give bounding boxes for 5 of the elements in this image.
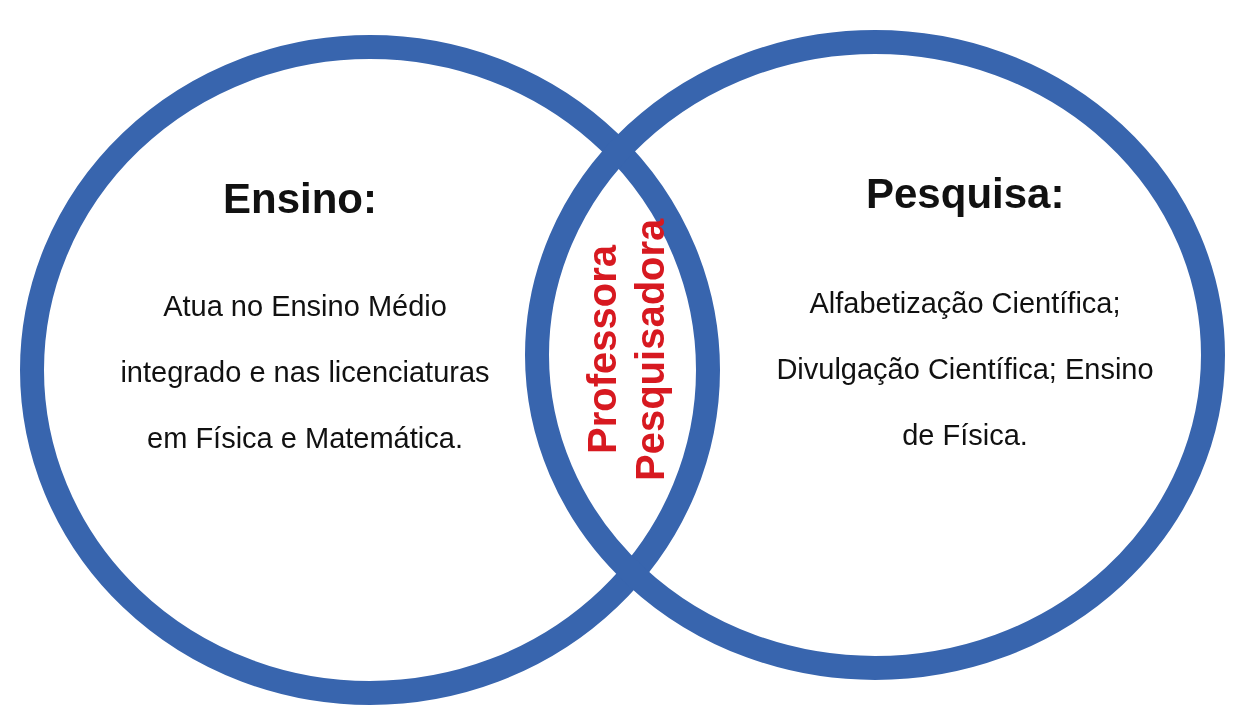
description-text: Alfabetização Científica; Divulgação Científica; Ensino de Física.: [775, 286, 1155, 453]
overlap-label: Professora Pesquisadora: [579, 217, 673, 484]
description-text: Atua no Ensino Médio integrado e nas licenciaturas em Física e Matemática.: [119, 289, 491, 456]
heading: Pesquisa:: [866, 170, 1065, 218]
heading: Ensino:: [223, 175, 377, 223]
